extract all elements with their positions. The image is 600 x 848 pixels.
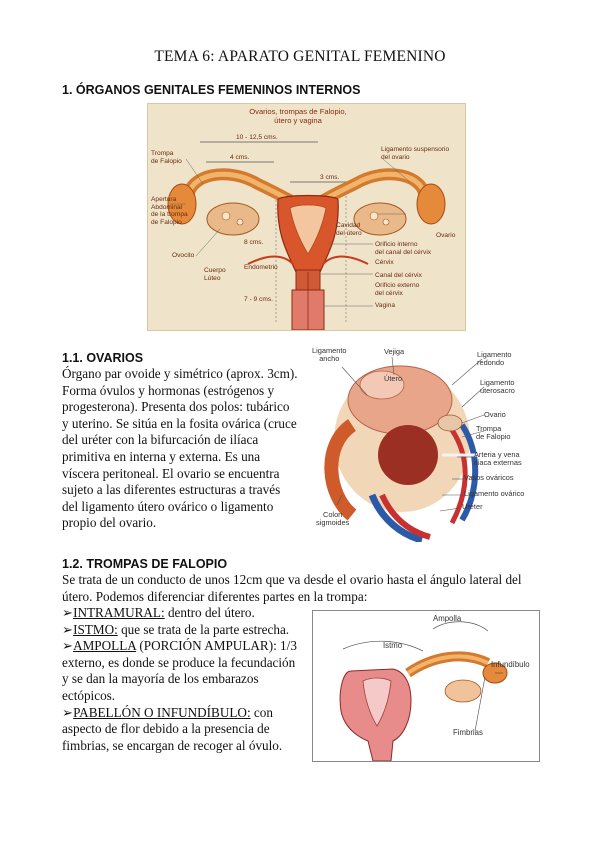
trompas-list: ➢INTRAMURAL: dentro del útero. ➢ISTMO: q… [62,605,297,753]
measure-uterus-length: 8 cms. [244,239,264,246]
label-canal-cervix: Canal del cérvix [375,272,422,279]
label-ampolla: Ampolla [433,614,462,623]
list-item: ➢INTRAMURAL: dentro del útero. [62,605,255,620]
label-vasos-ovaricos: Vasos ováricos [464,473,514,482]
label-istmo: Istmo [383,641,403,650]
pelvis-diagram [324,356,485,542]
trompas-intro: Se trata de un conducto de unos 12cm que… [62,572,522,604]
page-title: TEMA 6: APARATO GENITAL FEMENINO [154,48,446,65]
section-heading: 1. ÓRGANOS GENITALES FEMENINOS INTERNOS [62,83,361,97]
ovarios-heading: 1.1. OVARIOS [62,351,144,365]
label-infundibulo: Infundíbulo [491,660,530,669]
measure-uterus-width: 3 cms. [320,174,340,181]
measure-total-length: 10 - 12,5 cms. [236,134,278,141]
figure-caption: Ovarios, trompas de Falopio,útero y vagi… [249,107,347,125]
label-ureter: Uréter [462,502,483,511]
label-ligamento-ovarico: Ligamento ovárico [464,489,525,498]
list-item: ➢PABELLÓN O INFUNDÍBULO: con [62,704,273,720]
ovarios-paragraph: Órgano par ovoide y simétrico (aprox. 3c… [62,366,298,531]
uterus-diagram [167,141,446,330]
label-fimbrias: Fimbrias [453,728,483,737]
label-ovocito: Ovocito [172,252,195,259]
figure-uterus-ovaries: Ovarios, trompas de Falopio,útero y vagi… [147,103,466,331]
trompas-heading: 1.2. TROMPAS DE FALOPIO [62,557,228,571]
label-vagina: Vagina [375,302,396,309]
label-vejiga: Vejiga [384,347,405,356]
label-ovario: Ovario [484,410,506,419]
label-cervix: Cérvix [375,259,394,266]
label-endometrio: Endometrio [244,264,278,271]
label-ovario: Ovario [436,232,456,239]
figure-fallopian-tube: Ampolla Istmo Infundíbulo Fimbrias [312,610,540,762]
measure-tube: 4 cms. [230,154,250,161]
label-utero: Útero [384,374,403,383]
tube-diagram [339,621,508,761]
measure-vagina: 7 - 9 cms. [244,296,273,303]
list-item: ➢AMPOLLA (PORCIÓN AMPULAR): 1/3 [62,638,297,654]
list-item: ➢ISTMO: que se trata de la parte estrech… [62,621,290,637]
